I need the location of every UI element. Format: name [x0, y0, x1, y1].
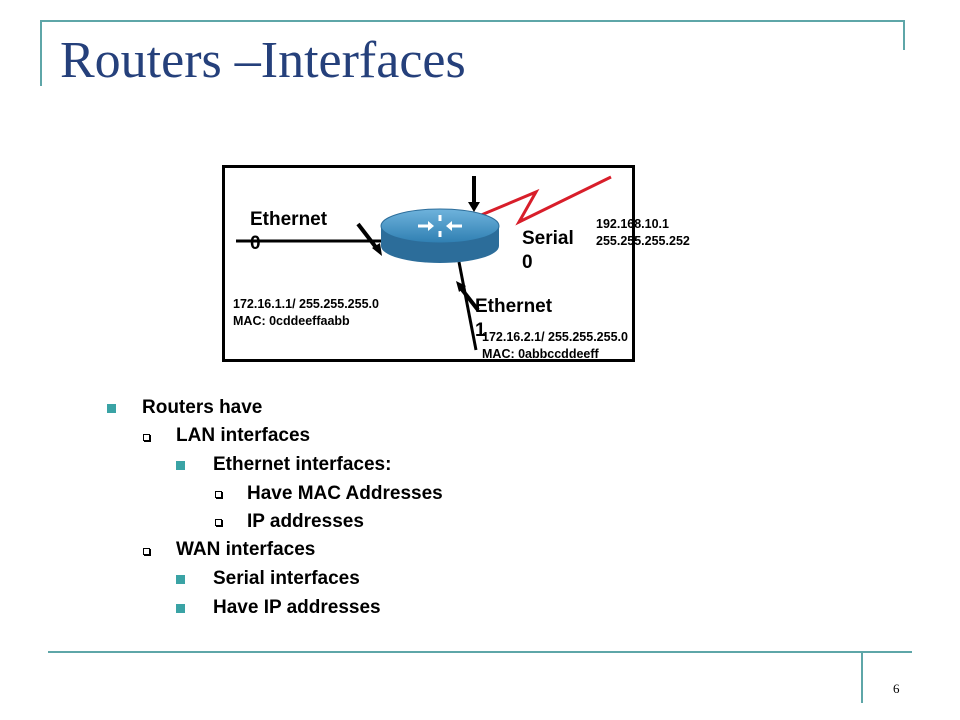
bullet-item: Have MAC Addresses — [247, 483, 443, 504]
bullet-item: Ethernet interfaces: — [213, 454, 392, 475]
frame-left-line — [40, 20, 42, 86]
ethernet1-address: 172.16.2.1/ 255.255.255.0 MAC: 0abbccdde… — [482, 330, 628, 361]
ethernet1-link — [457, 261, 478, 351]
ethernet0-label: Ethernet 0 — [250, 209, 328, 254]
bullet-item: IP addresses — [247, 511, 364, 532]
footer-divider — [861, 651, 863, 703]
serial0-label: Serial 0 — [522, 228, 574, 273]
pointer-arrow-icon — [356, 176, 480, 312]
bullet-marker — [176, 461, 185, 470]
bullet-item: LAN interfaces — [176, 425, 311, 446]
bullet-item: Routers have — [142, 397, 263, 418]
bullet-marker — [107, 404, 116, 413]
bullet-marker — [176, 604, 185, 613]
serial0-address: 192.168.10.1 255.255.255.252 — [596, 217, 690, 248]
frame-right-line — [903, 20, 905, 50]
serial-lightning-icon — [473, 175, 612, 226]
bullet-item: WAN interfaces — [176, 539, 316, 560]
sub-bullet-marker — [143, 548, 150, 555]
slide-title: Routers –Interfaces — [60, 32, 466, 89]
ethernet0-address: 172.16.1.1/ 255.255.255.0 MAC: 0cddeeffa… — [233, 297, 379, 328]
sub-bullet-marker — [143, 434, 150, 441]
router-icon — [380, 208, 500, 263]
sub-bullet-marker — [215, 491, 222, 498]
bullet-item: Have IP addresses — [213, 597, 381, 618]
frame-top-line — [40, 20, 904, 22]
sub-bullet-marker — [215, 519, 222, 526]
footer-line — [48, 651, 912, 653]
ethernet1-label: Ethernet 1 — [475, 296, 553, 341]
bullet-item: Serial interfaces — [213, 568, 360, 589]
bullet-marker — [176, 575, 185, 584]
page-number: 6 — [893, 681, 900, 696]
